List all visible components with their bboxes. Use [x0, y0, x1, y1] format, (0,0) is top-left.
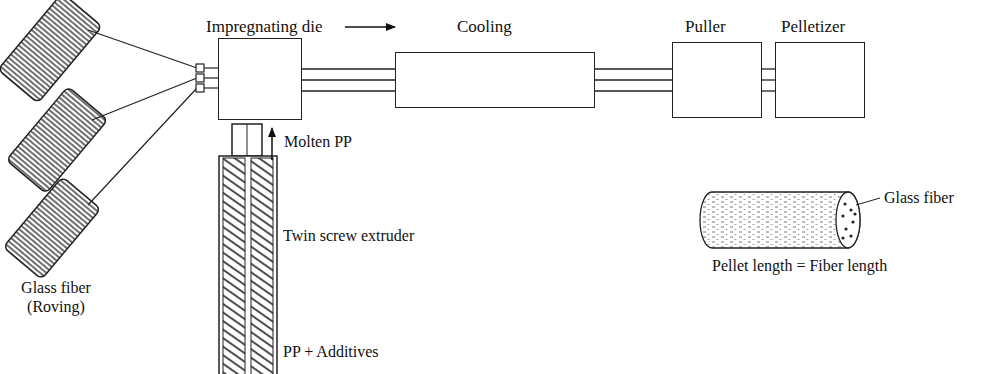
- cooling-unit: Cooling: [395, 52, 595, 108]
- leader-line: [856, 198, 880, 205]
- twin-screw-extruder: [219, 124, 277, 374]
- roving-spool: [0, 0, 102, 103]
- roving-spool: [3, 177, 100, 280]
- strand-connector: [595, 69, 672, 91]
- process-heading: Cooling: [455, 17, 514, 37]
- strand-connector: [762, 69, 775, 91]
- material-label: Glass fiber (Roving): [6, 278, 106, 316]
- strand-connector: [302, 69, 395, 91]
- callout-label: Glass fiber: [884, 188, 954, 207]
- roving-spool: [6, 87, 108, 194]
- direction-arrow: [345, 26, 395, 28]
- process-heading: Impregnating die: [204, 17, 325, 37]
- pellet: [700, 192, 880, 248]
- impregnating-die: Impregnating die: [218, 38, 302, 120]
- pelletizer-unit: Pelletizer: [775, 42, 865, 118]
- puller-unit: Puller: [672, 42, 762, 118]
- fiber-guide: [196, 64, 204, 92]
- process-heading: Pelletizer: [779, 17, 847, 37]
- flow-arrow: [271, 128, 273, 160]
- flow-label: Molten PP: [284, 132, 352, 151]
- equipment-label: Twin screw extruder: [283, 226, 414, 245]
- caption-note: Pellet length = Fiber length: [712, 256, 887, 275]
- material-label: PP + Additives: [283, 342, 379, 361]
- fiber-strand: [88, 30, 218, 205]
- process-heading: Puller: [683, 17, 728, 37]
